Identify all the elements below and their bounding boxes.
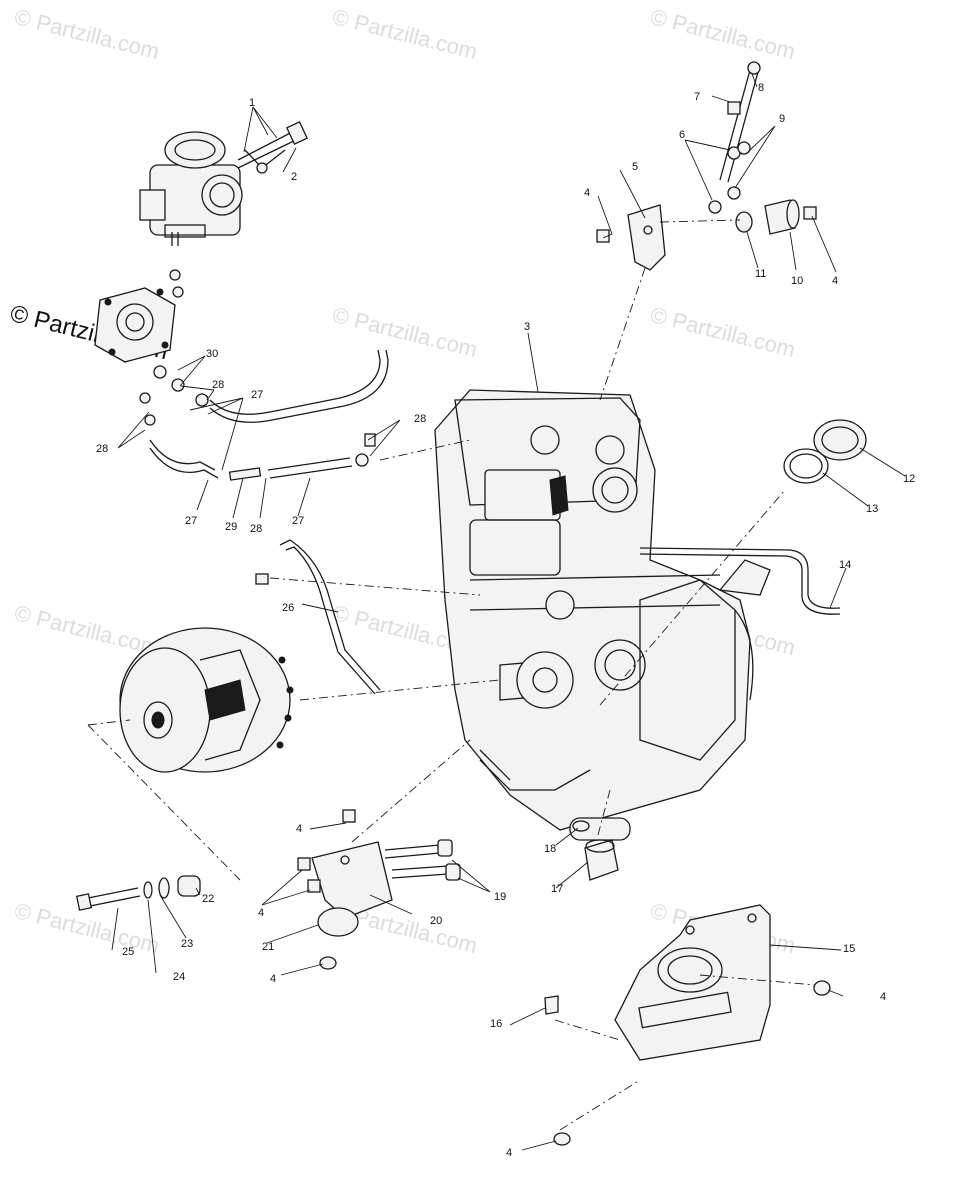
callout-17: 17 <box>551 883 563 895</box>
engine-block-icon[interactable] <box>434 389 771 841</box>
callout-4: 4 <box>270 973 276 985</box>
callout-5: 5 <box>632 161 638 173</box>
callout-21: 21 <box>262 941 274 953</box>
callout-10: 10 <box>791 275 803 287</box>
callout-19: 19 <box>494 891 506 903</box>
callout-29: 29 <box>225 521 237 533</box>
callout-4: 4 <box>296 823 302 835</box>
callout-20: 20 <box>430 915 442 927</box>
callout-27: 27 <box>292 515 304 527</box>
callout-26: 26 <box>282 602 294 614</box>
callout-labels: 1 2 3 4 4 4 4 4 4 4 5 6 7 8 9 10 11 12 1… <box>96 82 915 1159</box>
callout-8: 8 <box>758 82 764 94</box>
intake-boot-icon[interactable] <box>783 419 867 484</box>
callout-4: 4 <box>506 1147 512 1159</box>
callout-28: 28 <box>414 413 426 425</box>
fuel-pump-icon[interactable] <box>94 269 209 426</box>
callout-13: 13 <box>866 503 878 515</box>
callout-22: 22 <box>202 893 214 905</box>
callout-4: 4 <box>832 275 838 287</box>
mount-plate-icon[interactable] <box>544 904 831 1146</box>
callout-14: 14 <box>839 559 851 571</box>
leader-lines <box>111 73 906 1151</box>
callout-12: 12 <box>903 473 915 485</box>
callout-4: 4 <box>880 991 886 1003</box>
upper-mount-icon[interactable] <box>596 61 817 271</box>
carburetor-icon[interactable] <box>139 121 309 246</box>
callout-27: 27 <box>251 389 263 401</box>
callout-3: 3 <box>524 321 530 333</box>
callout-4: 4 <box>258 907 264 919</box>
callout-28: 28 <box>96 443 108 455</box>
mount-bracket-icon[interactable] <box>297 809 461 970</box>
fuel-line[interactable] <box>149 349 389 481</box>
callout-16: 16 <box>490 1018 502 1030</box>
breather-hose[interactable] <box>255 539 381 695</box>
callout-27: 27 <box>185 515 197 527</box>
callout-15: 15 <box>843 943 855 955</box>
callout-24: 24 <box>173 971 185 983</box>
engine-mount-icon[interactable] <box>572 820 619 881</box>
drive-clutch-icon[interactable] <box>119 627 294 773</box>
callout-30: 30 <box>206 348 218 360</box>
callout-9: 9 <box>779 113 785 125</box>
clutch-bolt-icon[interactable] <box>75 875 201 911</box>
center-lines <box>87 219 816 1131</box>
callout-4: 4 <box>584 187 590 199</box>
callout-28: 28 <box>250 523 262 535</box>
callout-7: 7 <box>694 91 700 103</box>
callout-11: 11 <box>755 268 766 280</box>
callout-23: 23 <box>181 938 193 950</box>
callout-28: 28 <box>212 379 224 391</box>
callout-1: 1 <box>249 97 255 109</box>
vent-hose[interactable] <box>639 547 841 615</box>
callout-18: 18 <box>544 843 556 855</box>
callout-2: 2 <box>291 171 297 183</box>
callout-6: 6 <box>679 129 685 141</box>
callout-25: 25 <box>122 946 134 958</box>
